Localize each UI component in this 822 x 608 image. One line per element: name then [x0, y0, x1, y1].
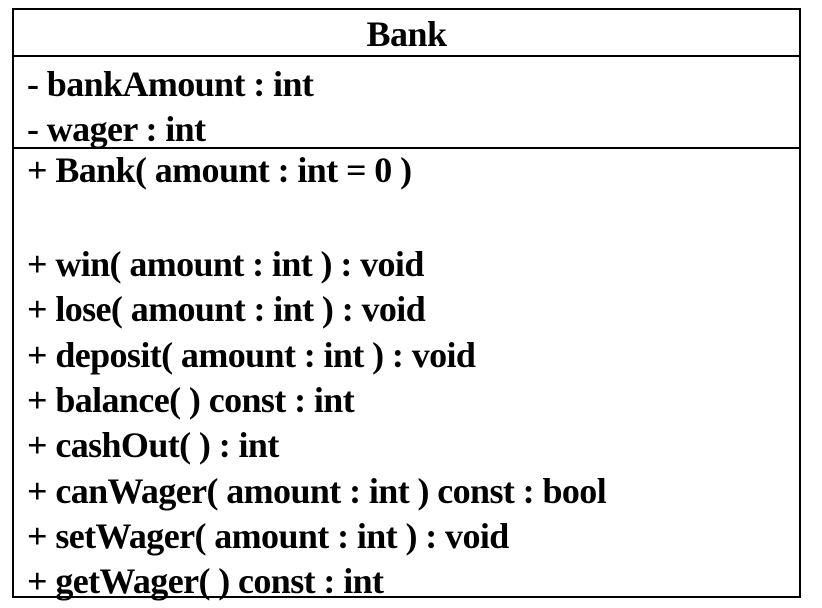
operation-can-wager: + canWager( amount : int ) const : bool	[27, 471, 607, 511]
operation-win: + win( amount : int ) : void	[27, 244, 424, 284]
operation-constructor: + Bank( amount : int = 0 )	[27, 150, 412, 190]
operations-compartment: + Bank( amount : int = 0 ) + win( amount…	[14, 149, 799, 601]
operation-cash-out: + cashOut( ) : int	[27, 425, 279, 465]
operation-set-wager: + setWager( amount : int ) : void	[27, 516, 509, 556]
uml-class-box: Bank - bankAmount : int - wager : int + …	[12, 8, 801, 601]
attribute-wager: - wager : int	[27, 109, 206, 149]
class-name-compartment: Bank	[14, 10, 799, 57]
operation-get-wager: + getWager( ) const : int	[27, 561, 384, 601]
class-name: Bank	[366, 14, 447, 54]
operation-deposit: + deposit( amount : int ) : void	[27, 335, 476, 375]
attributes-compartment: - bankAmount : int - wager : int	[14, 57, 799, 149]
operation-balance: + balance( ) const : int	[27, 380, 355, 420]
attribute-bank-amount: - bankAmount : int	[27, 64, 314, 104]
operation-lose: + lose( amount : int ) : void	[27, 289, 426, 329]
